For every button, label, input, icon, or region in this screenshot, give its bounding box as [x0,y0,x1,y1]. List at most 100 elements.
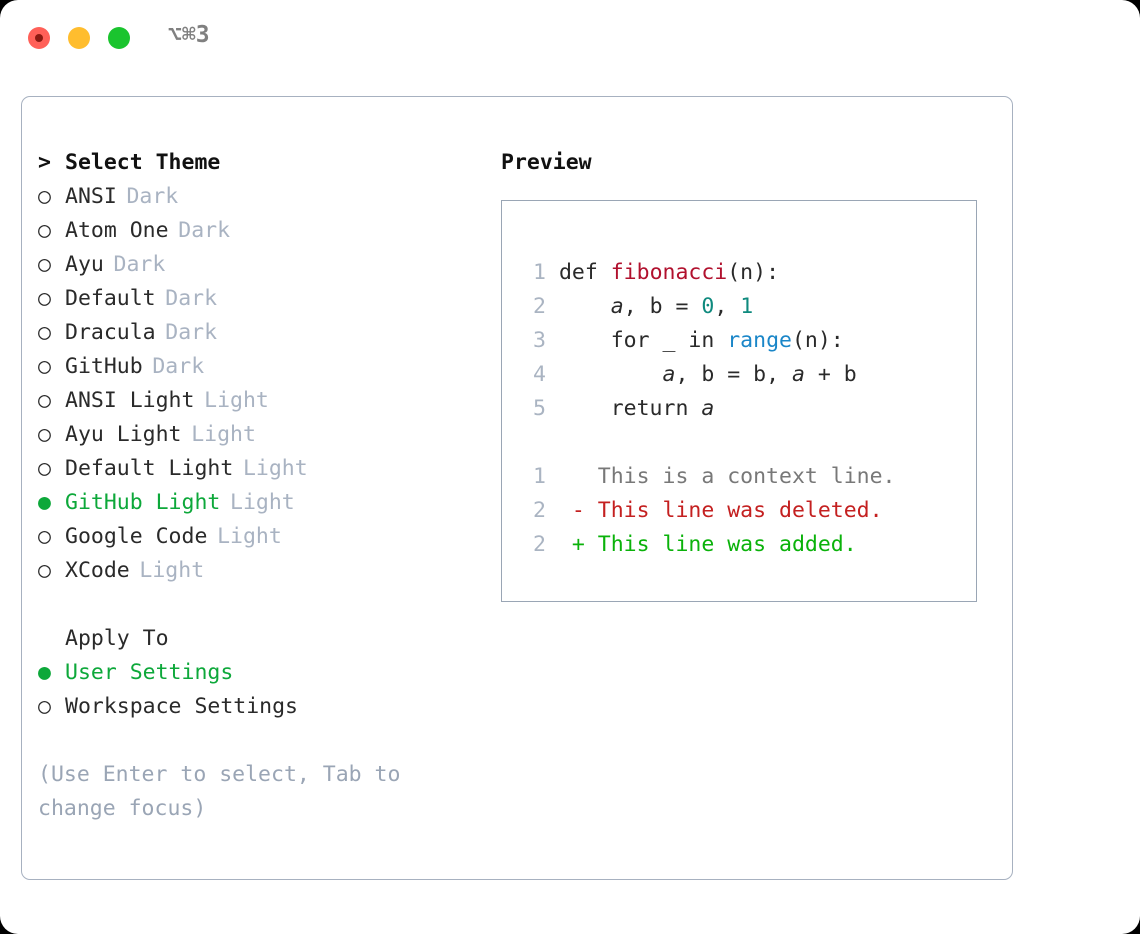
option-category-tag: Light [204,388,269,413]
option-label: Default [65,286,156,311]
option-label: Dracula [65,320,156,345]
maximize-window-button[interactable] [108,27,130,49]
theme-option-8[interactable]: ○ Default Light Light [38,452,478,486]
code-line-content: a, b = 0, 1 [546,294,753,319]
theme-option-3[interactable]: ○ Default Dark [38,282,478,316]
option-label: Ayu [65,252,104,277]
option-label: Select Theme [65,150,221,175]
option-label: XCode [65,558,130,583]
code-token: fibonacci [610,260,728,285]
code-line-content: return a [546,396,715,421]
option-category-tag: Dark [165,320,218,345]
option-label: GitHub [65,354,143,379]
code-token: a [701,396,715,421]
code-token [559,362,663,387]
diff-line-content: - This line was deleted. [546,498,883,523]
apply-to-option-0[interactable]: ● User Settings [38,656,478,690]
diff-line-number: 2 [533,532,546,557]
code-line: 1 def fibonacci(n): [521,256,896,290]
diff-line-context: 1 This is a context line. [521,460,896,494]
radio-marker-icon: ○ [38,218,51,243]
radio-marker-icon: ● [38,490,51,515]
code-line: 2 a, b = 0, 1 [521,290,896,324]
keyboard-hint-text: (Use Enter to select, Tab to change focu… [38,762,401,821]
option-category-tag: Dark [126,184,179,209]
code-line: 3 for _ in range(n): [521,324,896,358]
code-line-content: a, b = b, a + b [546,362,857,387]
radio-marker-icon: ● [38,660,51,685]
line-number: 1 [533,260,546,285]
diff-line-deleted: 2 - This line was deleted. [521,494,896,528]
code-token: (n): [727,260,780,285]
code-token: + b [804,362,857,387]
code-token: , [714,294,741,319]
option-label: ANSI Light [65,388,195,413]
option-category-tag: Light [139,558,205,583]
radio-marker-icon [38,622,65,656]
code-token: 1 [740,294,754,319]
line-number: 2 [533,294,546,319]
preview-column: Preview 1 def fibonacci(n):2 a, b = 0, 1… [501,146,1001,602]
close-window-button[interactable] [28,27,50,49]
option-label: Default Light [65,456,234,481]
option-category-tag: Dark [152,354,205,379]
code-token [559,294,611,319]
radio-marker-icon: ○ [38,286,51,311]
diff-line-number: 1 [533,464,546,489]
radio-marker-icon: ○ [38,694,51,719]
code-token: def [558,260,611,285]
radio-marker-icon: ○ [38,456,51,481]
diff-line-content: This is a context line. [546,464,896,489]
line-number: 4 [533,362,546,387]
diff-line-number: 2 [533,498,546,523]
option-category-tag: Dark [178,218,231,243]
option-category-tag: Light [217,524,282,549]
theme-option-11[interactable]: ○ XCode Light [38,554,478,588]
theme-option-1[interactable]: ○ Atom One Dark [38,214,478,248]
option-label: Atom One [65,218,169,243]
radio-marker-icon: ○ [38,354,51,379]
line-number: 5 [533,396,546,421]
option-category-tag: Dark [113,252,166,277]
code-token: , b = [623,294,702,319]
option-label: Ayu Light [65,422,182,447]
diff-line-content: + This line was added. [546,532,857,557]
option-label: Workspace Settings [65,694,298,719]
option-category-tag: Dark [165,286,218,311]
line-number: 3 [533,328,546,353]
theme-option-5[interactable]: ○ GitHub Dark [38,350,478,384]
apply-to-option-1[interactable]: ○ Workspace Settings [38,690,478,724]
code-token: , b = b, [675,362,792,387]
code-token: range [727,328,792,353]
code-line: 4 a, b = b, a + b [521,358,896,392]
option-category-tag: Light [242,456,308,481]
apply-to-group[interactable]: Apply To ● User Settings ○ Workspace Setting… [38,622,478,724]
preview-title: Preview [501,150,592,175]
option-label: User Settings [65,660,234,685]
option-label: Apply To [65,626,169,651]
code-token: 0 [701,294,715,319]
code-line-content: for _ in range(n): [546,328,844,353]
minimize-window-button[interactable] [68,27,90,49]
diff-line-added: 2 + This line was added. [521,528,896,562]
option-category-tag: Light [191,422,256,447]
code-line: 5 return a [521,392,896,426]
theme-list-header: >Select Theme [38,146,478,180]
radio-marker-icon: ○ [38,558,51,583]
code-token: (n): [791,328,844,353]
code-token: a [610,294,624,319]
keyboard-shortcut-label: ⌥⌘3 [168,22,210,48]
